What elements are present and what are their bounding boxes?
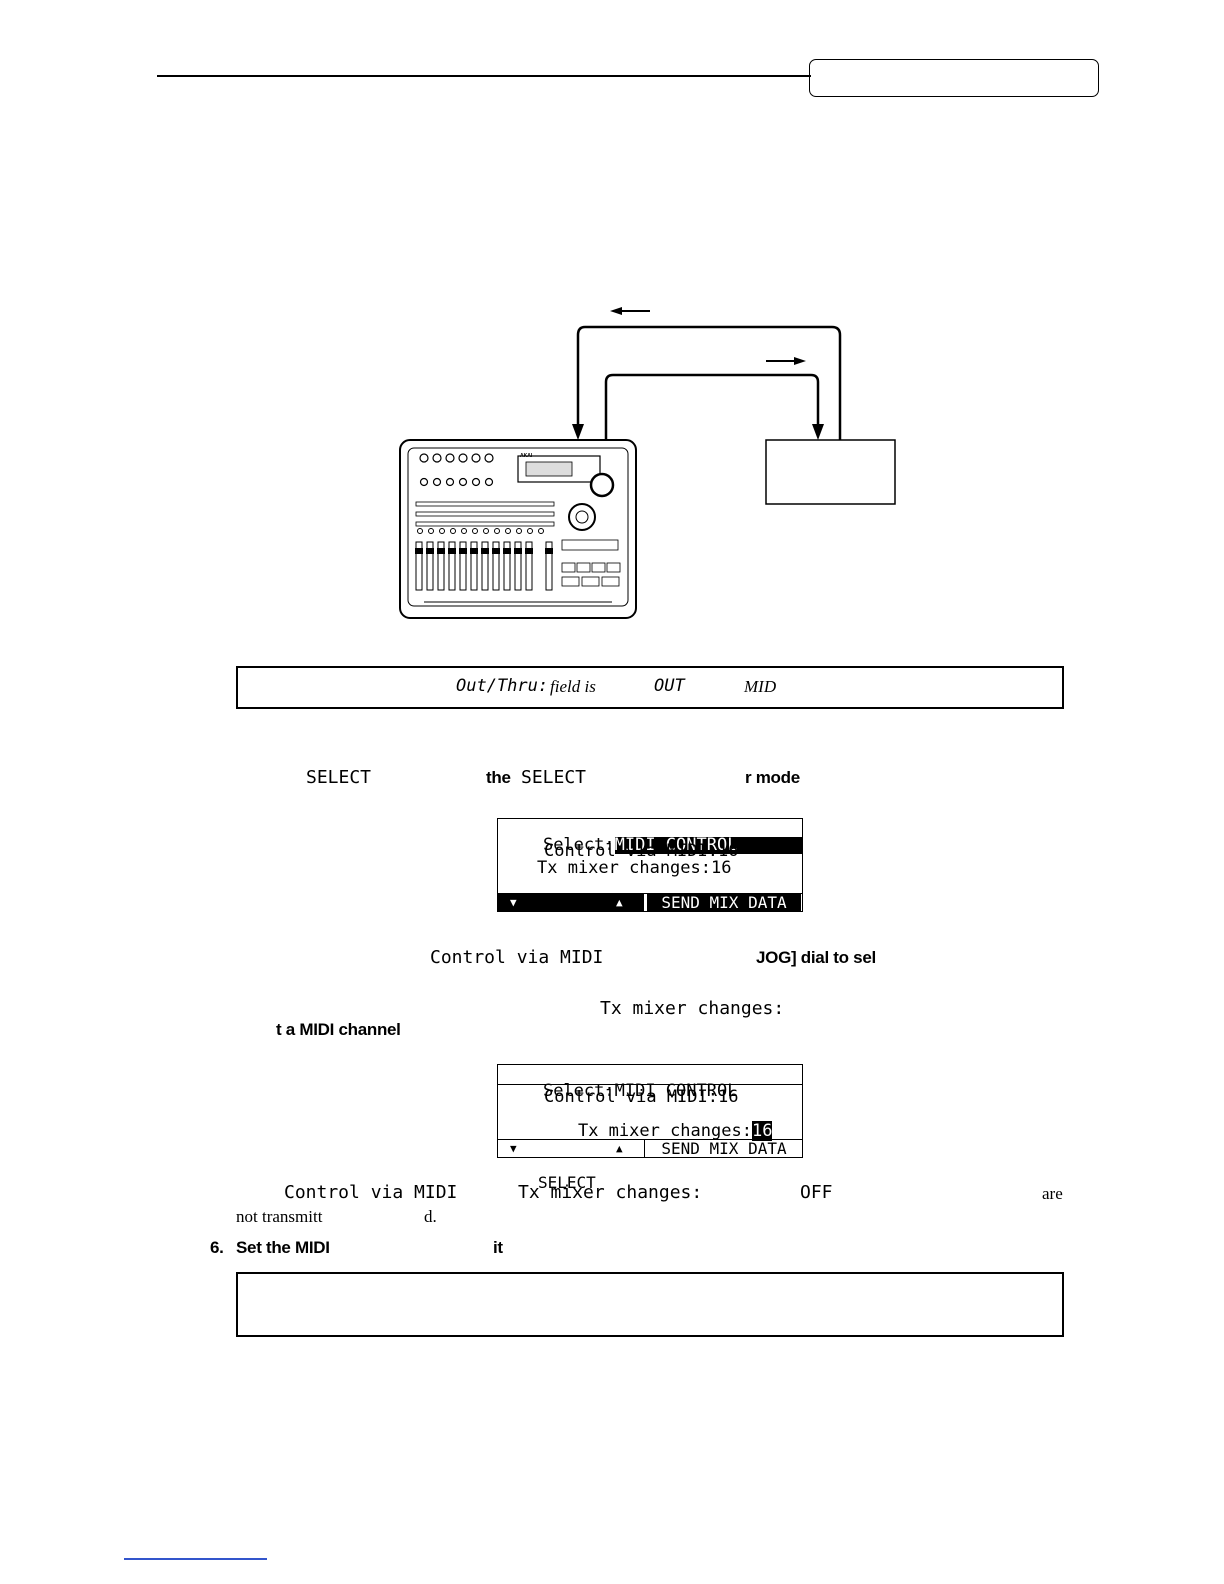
midi-channel-text: t a MIDI channel (276, 1020, 401, 1039)
step6-text2: it (493, 1238, 503, 1257)
arrowhead-into-device (812, 424, 824, 440)
external-device-box (765, 439, 896, 505)
lcd1-line2: Tx mixer changes:16 (537, 858, 732, 878)
note1-text1: field is (550, 677, 596, 696)
select-key2: SELECT (521, 767, 587, 788)
lcd-screen-1: Select:MIDI CONTROL Control via MIDI:16 … (497, 818, 803, 945)
note-box-out-thru: Out/Thru: field is OUT MID (236, 666, 1064, 709)
step6-text1: Set the MIDI (236, 1238, 330, 1257)
off-para-line2-a: not transmitt (236, 1207, 323, 1226)
arrowhead-into-mixer (572, 424, 584, 440)
off-para-field1: Control via MIDI (284, 1182, 458, 1203)
lcd-screen-2: Select:MIDI CONTROL Control via MIDI:16 … (497, 1064, 803, 1191)
select-text1: the (486, 768, 511, 787)
control-via-midi-field: Control via MIDI (430, 947, 604, 968)
arrow-left-icon (610, 307, 622, 315)
header-rule (157, 75, 811, 77)
off-value: OFF (800, 1182, 833, 1203)
connection-diagram: AKAI (399, 307, 896, 619)
step6-number: 6. (210, 1238, 224, 1257)
note1-text2: MID (744, 677, 777, 696)
lcd2-soft-select-label: SELECT (538, 1173, 596, 1192)
off-para-end-word: are (1042, 1184, 1063, 1203)
lcd2-line2-label: Tx mixer changes: (577, 1121, 752, 1141)
lcd2-softkey-send[interactable]: SEND MIX DATA (661, 1139, 787, 1158)
device-brand: AKAI (520, 453, 533, 459)
cable-to-device (604, 373, 820, 440)
off-para-line2-b: d. (424, 1207, 437, 1226)
header-tab (809, 59, 1099, 97)
select-text2: r mode (745, 768, 800, 787)
lcd2-select-label: Select: (542, 1081, 615, 1101)
arrow-right-icon (794, 357, 806, 365)
lcd2-select-value: MIDI CONTROL (614, 1081, 738, 1101)
note-box-2 (236, 1272, 1064, 1337)
lcd2-softkey-select[interactable]: ▼ SELECT ▲ (498, 1140, 645, 1191)
up-triangle-icon: ▲ (616, 1142, 623, 1155)
lcd1-line1: Control via MIDI:16 (544, 841, 739, 861)
out-thru-field: Out/Thru: (456, 676, 549, 696)
down-triangle-icon: ▼ (510, 896, 517, 909)
lcd1-select-value: MIDI CONTROL (614, 837, 802, 854)
lcd1-softkey-select[interactable]: ▼ SELECT ▲ (498, 894, 644, 945)
lcd1-softkey-send[interactable]: SEND MIX DATA (647, 894, 801, 911)
lcd2-line1: Control via MIDI:16 (544, 1087, 739, 1107)
tx-mixer-field: Tx mixer changes: (600, 998, 785, 1019)
lcd1-soft-select-label: SELECT (538, 927, 596, 946)
lcd2-softkeys: ▼ SELECT ▲ SEND MIX DATA (498, 1139, 802, 1191)
select-key: SELECT (306, 767, 372, 788)
lcd1-softkeys: ▼ SELECT ▲ SEND MIX DATA (498, 893, 802, 945)
out-value: OUT (654, 676, 685, 696)
up-triangle-icon: ▲ (616, 896, 623, 909)
lcd1-select-label: Select: (542, 835, 615, 855)
jog-dial-text: JOG] dial to sel (756, 948, 876, 967)
lcd2-line2-value: 16 (751, 1121, 773, 1141)
footer-link-underline[interactable] (124, 1558, 267, 1560)
off-para-field2: Tx mixer changes: (518, 1182, 703, 1203)
down-triangle-icon: ▼ (510, 1142, 517, 1155)
recorder-illustration: AKAI (399, 439, 637, 619)
cable-to-mixer (576, 325, 842, 440)
